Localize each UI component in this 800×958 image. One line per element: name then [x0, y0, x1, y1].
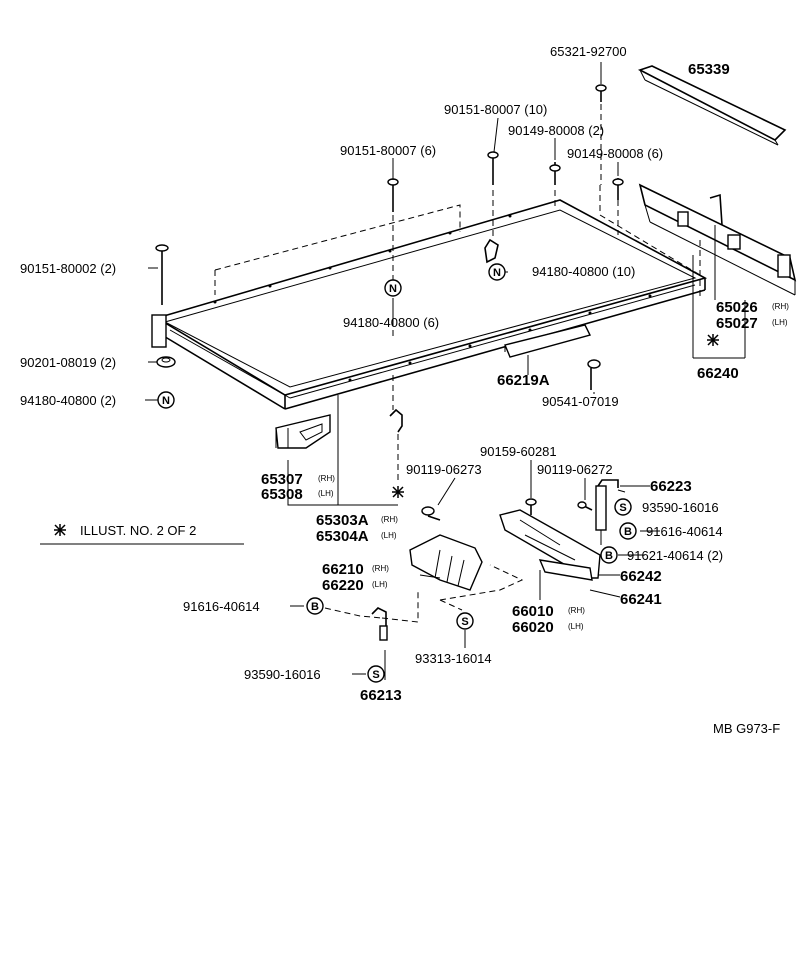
label-65339: 65339 — [688, 61, 730, 78]
label-65321-92700: 65321-92700 — [550, 44, 627, 59]
bolt-90151-80007-10 — [487, 151, 499, 185]
label-65304A-side: (LH) — [381, 531, 397, 540]
svg-text:B: B — [624, 526, 632, 538]
label-91616-40614-left: 91616-40614 — [183, 599, 260, 614]
screw-65321-92700 — [595, 84, 607, 185]
plate-65307 — [275, 414, 331, 449]
bolt-90159 — [525, 498, 537, 515]
symbol-b-91621: B — [600, 546, 618, 564]
label-66020: 66020 — [512, 619, 554, 636]
label-66220: 66220 — [322, 577, 364, 594]
symbol-b-91616-l: B — [306, 597, 324, 615]
svg-text:B: B — [311, 601, 319, 613]
label-90151-80007-6: 90151-80007 (6) — [340, 143, 436, 158]
bracket-66213 — [371, 607, 388, 641]
symbol-b-91616-r: B — [619, 522, 637, 540]
clip-90541 — [587, 359, 601, 390]
label-90151-80007-10: 90151-80007 (10) — [444, 102, 547, 117]
label-90149-80008-2: 90149-80008 (2) — [508, 123, 604, 138]
label-93590-16016-top: 93590-16016 — [642, 500, 719, 515]
label-66210-side: (RH) — [372, 564, 389, 573]
label-94180-40800-2: 94180-40800 (2) — [20, 393, 116, 408]
rail-65339 — [637, 65, 787, 146]
symbol-s-93313: S — [456, 612, 474, 630]
label-90159-60281: 90159-60281 — [480, 444, 557, 459]
reference-mark-icon — [54, 334, 719, 536]
label-93590-16016-bottom: 93590-16016 — [244, 667, 321, 682]
bolt-90151-80002-2 — [155, 244, 169, 305]
label-65303A: 65303A — [316, 512, 369, 529]
label-66219A: 66219A — [497, 372, 550, 389]
label-90149-80008-6: 90149-80008 (6) — [567, 146, 663, 161]
label-65303A-side: (RH) — [381, 515, 398, 524]
illustration-note: ILLUST. NO. 2 OF 2 — [80, 523, 196, 538]
dashed-guide-top2 — [214, 204, 461, 271]
bolt-90151-80007-6 — [387, 178, 399, 212]
label-66010-side: (RH) — [568, 606, 585, 615]
symbol-s-93590-top: S — [614, 498, 632, 516]
label-94180-40800-10: 94180-40800 (10) — [532, 264, 635, 279]
dashed-guide-right — [599, 185, 706, 279]
svg-text:B: B — [605, 550, 613, 562]
svg-text:N: N — [493, 267, 501, 279]
hook-65303A — [389, 408, 403, 480]
floor-frame — [151, 199, 708, 410]
label-65308-side: (LH) — [318, 489, 334, 498]
bolt-90149-80008-2 — [549, 162, 561, 185]
label-65027-side: (LH) — [772, 318, 788, 327]
symbol-n-94180-10: N — [488, 263, 506, 281]
label-90119-06272: 90119-06272 — [537, 462, 613, 477]
symbol-n-94180-6: N — [384, 279, 402, 297]
label-90541-07019: 90541-07019 — [542, 394, 619, 409]
label-65307: 65307 — [261, 471, 303, 488]
diagram-code: MB G973-F — [713, 721, 780, 736]
label-94180-40800-6: 94180-40800 (6) — [343, 315, 439, 330]
label-65026: 65026 — [716, 299, 758, 316]
bracket-66223 — [595, 479, 619, 545]
strip-66219A — [504, 324, 592, 358]
svg-text:S: S — [619, 502, 626, 514]
label-66010: 66010 — [512, 603, 554, 620]
label-66220-side: (LH) — [372, 580, 388, 589]
bracket-66010 — [499, 509, 601, 581]
label-65308: 65308 — [261, 486, 303, 503]
label-66223: 66223 — [650, 478, 692, 495]
label-66020-side: (LH) — [568, 622, 584, 631]
label-66210: 66210 — [322, 561, 364, 578]
label-93313-16014: 93313-16014 — [415, 651, 492, 666]
svg-text:N: N — [162, 395, 170, 407]
label-66242: 66242 — [620, 568, 662, 585]
svg-text:N: N — [389, 283, 397, 295]
label-91616-40614-right: 91616-40614 — [646, 524, 723, 539]
label-66241: 66241 — [620, 591, 662, 608]
svg-text:S: S — [461, 616, 468, 628]
label-66213: 66213 — [360, 687, 402, 704]
bolt-90119-06273 — [421, 506, 441, 521]
washer-90201 — [156, 356, 176, 368]
bracket-66240 — [638, 183, 797, 296]
leader-lines — [145, 62, 746, 680]
label-65026-side: (RH) — [772, 302, 789, 311]
label-66240: 66240 — [697, 365, 739, 382]
label-90151-80002-2: 90151-80002 (2) — [20, 261, 116, 276]
symbol-s-93590-bot: S — [367, 665, 385, 683]
symbol-n-94180-2: N — [157, 391, 175, 409]
label-91621-40614-2: 91621-40614 (2) — [627, 548, 723, 563]
label-65307-side: (RH) — [318, 474, 335, 483]
bolt-90149-80008-6 — [612, 178, 624, 200]
label-65027: 65027 — [716, 315, 758, 332]
bolt-90119-06272 — [577, 501, 593, 511]
label-65304A: 65304A — [316, 528, 369, 545]
svg-text:S: S — [372, 669, 379, 681]
bracket-66210 — [409, 534, 483, 591]
label-90201-08019-2: 90201-08019 (2) — [20, 355, 116, 370]
label-90119-06273: 90119-06273 — [406, 462, 482, 477]
clip-94180-10 — [484, 238, 499, 264]
